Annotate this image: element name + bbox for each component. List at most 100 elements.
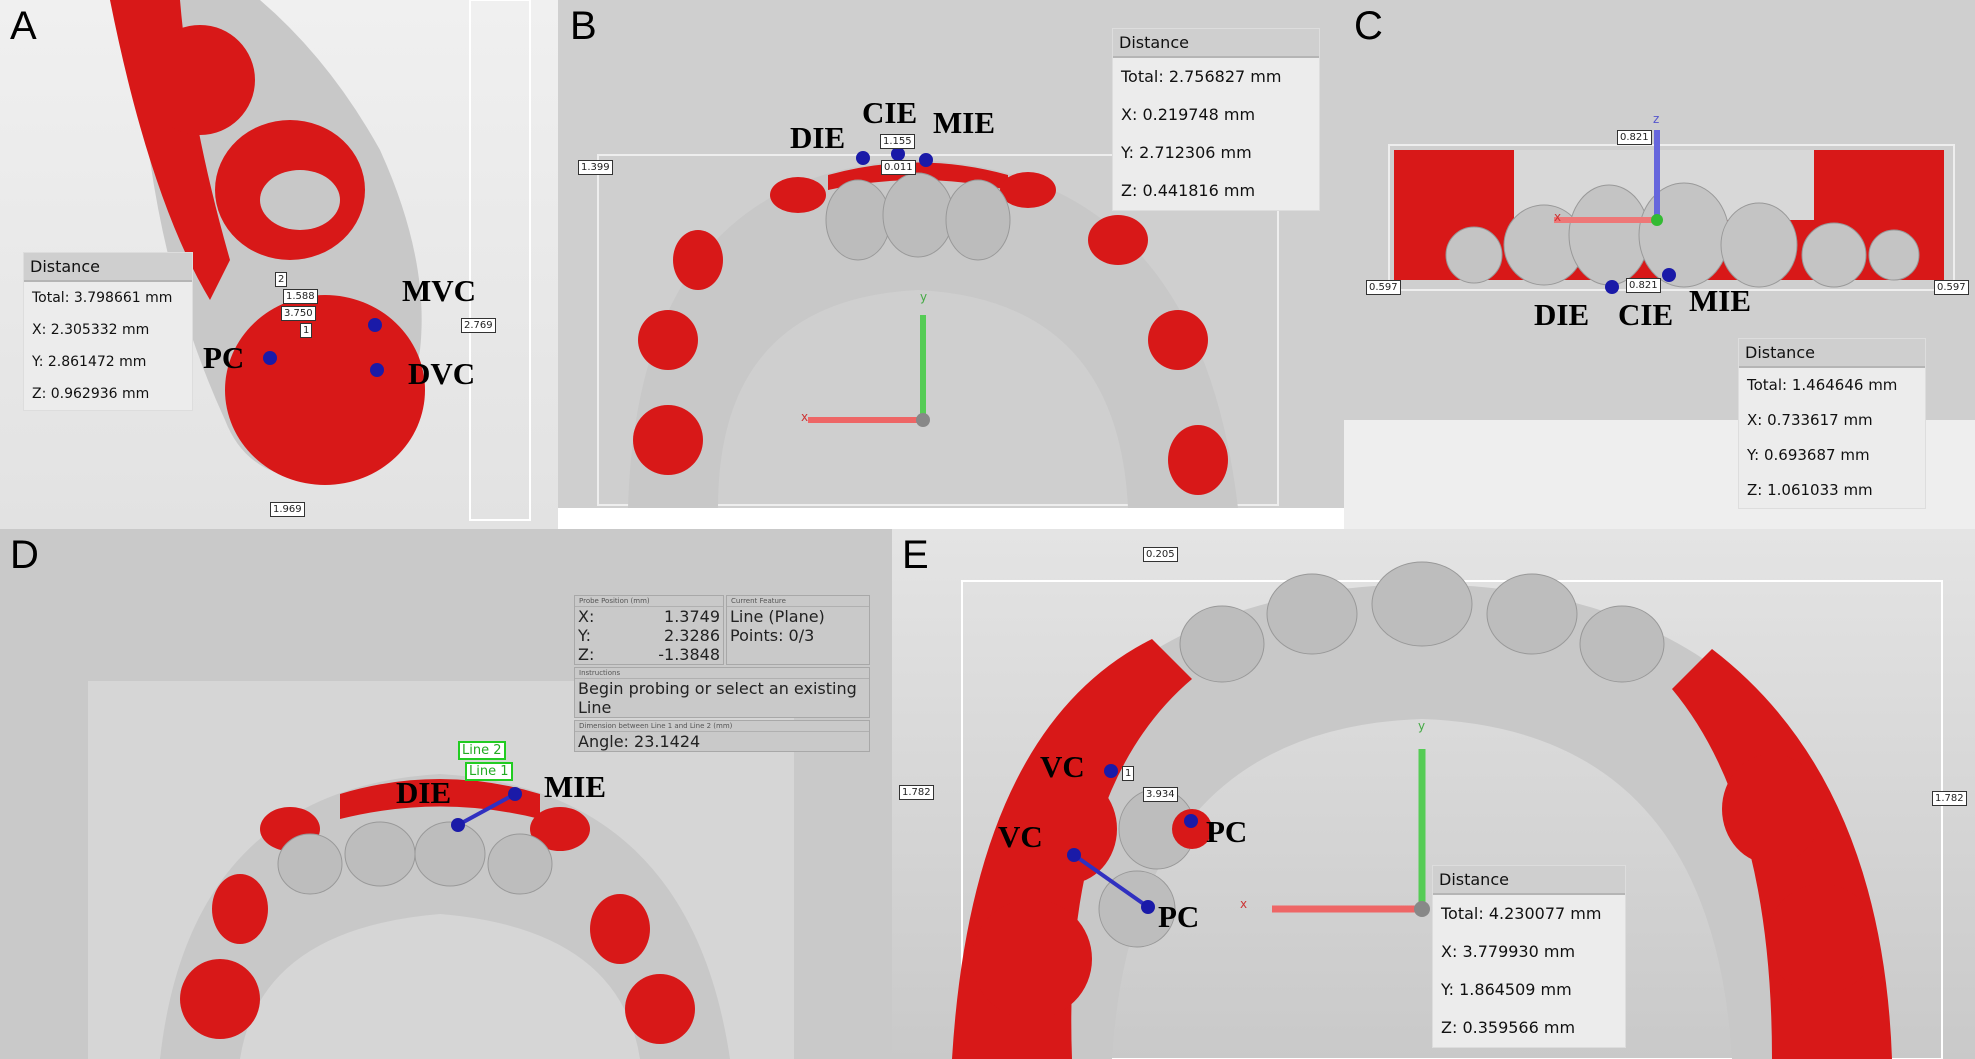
instructions-group: Instructions Begin probing or select an … (574, 667, 870, 718)
tooth-model-a (110, 0, 531, 521)
panel-c: C DIE CIE MIE 0.821 0.597 0.597 0.821 z … (1344, 0, 1975, 529)
distance-x: X: 0.219748 mm (1121, 105, 1256, 124)
y-label: Y: (578, 626, 592, 645)
landmark-label: CIE (862, 95, 918, 130)
distance-total: Total: 2.756827 mm (1121, 67, 1282, 86)
current-feature-group: Current Feature Line (Plane) Points: 0/3 (726, 595, 870, 665)
distance-y: Y: 0.693687 mm (1747, 446, 1870, 464)
panel-letter: A (10, 4, 37, 48)
y-value: 2.3286 (664, 626, 720, 645)
probe-panel: Probe Position (mm) X: 1.3749 Y: 2.3286 Z:… (574, 595, 870, 754)
landmark-label: VC (998, 819, 1043, 854)
distance-title: Distance (1433, 866, 1625, 895)
line-label: Line 1 (465, 762, 513, 781)
panel-letter: D (10, 533, 39, 577)
axis-x-label: x (1240, 897, 1248, 911)
panel-b: B DIE CIE MIE 1.399 1.155 0.011 y x Dist… (558, 0, 1344, 508)
x-value: 1.3749 (664, 607, 720, 626)
distance-panel: Distance Total: 1.464646 mm X: 0.733617 … (1738, 338, 1926, 509)
current-feature-caption: Current Feature (727, 596, 869, 607)
dimension-group: Dimension between Line 1 and Line 2 (mm)… (574, 720, 870, 752)
landmark-label: PC (1158, 899, 1200, 934)
distance-z: Z: 0.359566 mm (1441, 1018, 1576, 1037)
distance-y: Y: 1.864509 mm (1441, 980, 1572, 999)
dimension-label: 0.597 (1934, 280, 1969, 295)
angle-value: Angle: 23.1424 (578, 732, 701, 751)
landmark-label: DIE (1534, 297, 1590, 332)
distance-x: X: 2.305332 mm (32, 322, 150, 338)
landmark-label: VC (1040, 749, 1085, 784)
axis-x-label: x (1554, 210, 1562, 224)
distance-title: Distance (24, 253, 192, 282)
panel-a: A PC MVC DVC 2 1.588 3.750 1 2.769 1.969… (0, 0, 558, 529)
dimension-label: 1.399 (578, 160, 613, 175)
axis-y-label: y (1418, 719, 1426, 733)
axis-x-label: x (801, 410, 809, 424)
distance-y: Y: 2.861472 mm (32, 354, 147, 370)
line-label: Line 2 (458, 741, 506, 760)
dimension-label: 2.769 (461, 318, 496, 333)
x-label: X: (578, 607, 595, 626)
landmark-label: PC (203, 340, 245, 375)
panel-d: D DIE MIE Line 2 Line 1 Probe Position (… (0, 529, 892, 1059)
distance-panel: Distance Total: 2.756827 mm X: 0.219748 … (1112, 28, 1320, 211)
landmark-label: MIE (1689, 283, 1751, 318)
arch-model-b (597, 147, 1279, 508)
arch-model-d (88, 681, 794, 1059)
landmark-label: CIE (1618, 297, 1674, 332)
panel-letter: E (902, 533, 929, 577)
landmark-label: DVC (408, 356, 476, 391)
landmark-label: PC (1206, 814, 1248, 849)
distance-z: Z: 0.962936 mm (32, 386, 150, 402)
dimension-label: 3.934 (1143, 787, 1178, 802)
axis-z-label: z (1653, 112, 1660, 126)
dimension-label: 1.782 (1932, 791, 1967, 806)
points-count: Points: 0/3 (730, 626, 815, 645)
instructions-caption: Instructions (575, 668, 869, 679)
z-label: Z: (578, 645, 595, 664)
panel-letter: C (1354, 4, 1383, 48)
distance-total: Total: 3.798661 mm (32, 290, 173, 306)
landmark-label: MIE (933, 105, 995, 140)
dimension-label: 1.782 (899, 785, 934, 800)
instructions-text: Begin probing or select an existing Line (578, 679, 857, 717)
dimension-label: 0.821 (1617, 130, 1652, 145)
dimension-caption: Dimension between Line 1 and Line 2 (mm) (575, 721, 869, 732)
dimension-label: 3.750 (281, 306, 316, 321)
dimension-label: 0.821 (1626, 278, 1661, 293)
dimension-label: 1.969 (270, 502, 305, 517)
dimension-label: 2 (275, 272, 288, 287)
distance-z: Z: 1.061033 mm (1747, 481, 1873, 499)
distance-z: Z: 0.441816 mm (1121, 181, 1256, 200)
distance-panel: Distance Total: 3.798661 mm X: 2.305332 … (23, 252, 193, 411)
panel-e: E VC PC VC PC 0.205 1.782 1.782 1 3.934 … (892, 529, 1975, 1059)
distance-y: Y: 2.712306 mm (1121, 143, 1252, 162)
dimension-label: 1 (300, 323, 313, 338)
distance-total: Total: 4.230077 mm (1441, 904, 1602, 923)
dimension-label: 0.597 (1366, 280, 1401, 295)
dimension-label: 1 (1122, 766, 1135, 781)
arch-model-e (952, 561, 1943, 1059)
distance-x: X: 3.779930 mm (1441, 942, 1576, 961)
dimension-label: 1.588 (283, 289, 318, 304)
distance-total: Total: 1.464646 mm (1747, 376, 1898, 394)
dimension-label: 0.011 (881, 160, 916, 175)
z-value: -1.3848 (658, 645, 720, 664)
probe-position-caption: Probe Position (mm) (575, 596, 723, 607)
probe-position-group: Probe Position (mm) X: 1.3749 Y: 2.3286 Z:… (574, 595, 724, 665)
dimension-label: 1.155 (880, 134, 915, 149)
distance-title: Distance (1113, 29, 1319, 58)
panel-letter: B (570, 4, 597, 48)
current-feature: Line (Plane) (730, 607, 825, 626)
frontal-model-c (1388, 130, 1955, 294)
distance-title: Distance (1739, 339, 1925, 368)
landmark-label: MIE (544, 769, 606, 804)
dimension-label: 0.205 (1143, 547, 1178, 562)
landmark-label: DIE (396, 775, 452, 810)
landmark-label: DIE (790, 120, 846, 155)
distance-x: X: 0.733617 mm (1747, 411, 1873, 429)
distance-panel: Distance Total: 4.230077 mm X: 3.779930 … (1432, 865, 1626, 1048)
landmark-label: MVC (402, 273, 477, 308)
axis-y-label: y (920, 290, 928, 304)
